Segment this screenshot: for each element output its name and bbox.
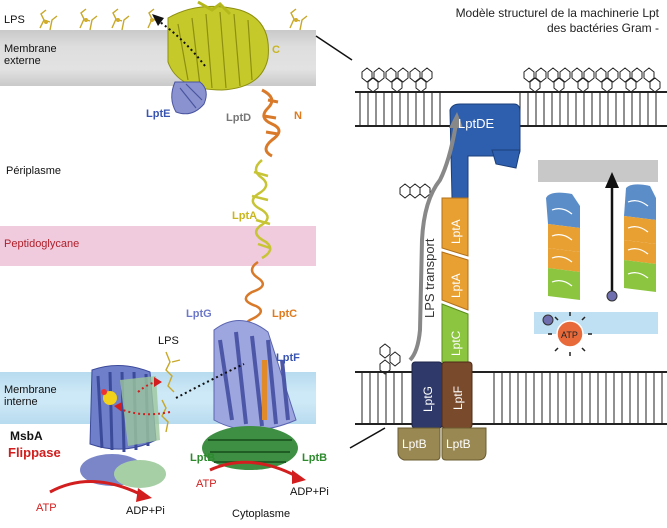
right-outer-membrane <box>355 67 667 127</box>
msba-structure <box>80 365 166 488</box>
lpte-label: LptE <box>146 108 171 120</box>
lptb-right-label-2: LptB <box>446 437 471 451</box>
n-terminal-label: N <box>294 110 302 122</box>
outer-membrane-label-line1: Membrane <box>4 43 57 55</box>
inner-membrane-label: Membrane interne <box>4 384 57 408</box>
lptg-right-label: LptG <box>421 386 435 412</box>
mechanism-inset <box>534 160 658 356</box>
lpte-structure <box>171 81 207 115</box>
adp-left-label: ADP+Pi <box>126 505 165 517</box>
lptde-right-label: LptDE <box>458 116 494 131</box>
lptb-dimer <box>202 426 298 470</box>
lps-top-label: LPS <box>4 14 25 26</box>
lptg-left-label: LptG <box>186 308 212 320</box>
adp-right-label: ADP+Pi <box>290 486 329 498</box>
lptc-right-label: LptC <box>449 330 463 356</box>
lptc-left-label: LptC <box>272 308 298 320</box>
lptf-right-label: LptF <box>451 386 465 410</box>
figure-title-line2: des bactéries Gram - <box>546 21 659 35</box>
lpta-right-label-2: LptA <box>449 273 463 298</box>
lpta-chain <box>251 159 272 260</box>
lps-transport-label: LPS transport <box>422 238 437 318</box>
lptb-right-label-1: LptB <box>402 437 427 451</box>
lps-middle-label: LPS <box>158 335 179 347</box>
atp-inset-label: ATP <box>561 330 578 340</box>
outer-membrane-label: Membrane externe <box>4 43 57 67</box>
periplasm-label: Périplasme <box>6 165 62 177</box>
atp-hydrolysis-arrow-right <box>209 460 297 478</box>
lps-path-arrow <box>159 21 206 67</box>
right-inner-membrane <box>355 183 667 425</box>
lpta-left-label: LptA <box>232 210 258 222</box>
atp-left-label: ATP <box>36 502 57 514</box>
lptfg-complex <box>213 320 297 431</box>
msba-label: MsbA <box>10 429 43 443</box>
lptb-left-label-1: LptB <box>190 452 216 464</box>
lptd-n-terminal <box>261 88 281 158</box>
cytoplasm-label: Cytoplasme <box>232 508 291 520</box>
peptidoglycan-label: Peptidoglycane <box>4 238 80 250</box>
atp-burst-icon <box>548 312 592 356</box>
inner-membrane-label-line1: Membrane <box>4 384 57 396</box>
lpt-bridge <box>397 103 521 461</box>
atp-right-label: ATP <box>196 478 217 490</box>
inner-membrane-label-line2: interne <box>4 396 38 409</box>
figure-title: Modèle structurel de la machinerie Lpt d… <box>456 6 659 36</box>
lptb-left-label-2: LptB <box>302 452 328 464</box>
outer-membrane-label-line2: externe <box>4 55 41 68</box>
c-terminal-label: C <box>272 44 280 56</box>
lpta-right-label-1: LptA <box>449 219 463 244</box>
lptc-chain <box>244 260 265 334</box>
lptd-barrel <box>167 0 269 91</box>
lps-middle-molecules <box>161 351 181 433</box>
flippase-label: Flippase <box>8 445 61 460</box>
figure-title-line1: Modèle structurel de la machinerie Lpt <box>455 6 659 20</box>
lptf-left-label: LptF <box>276 352 300 364</box>
lptd-label: LptD <box>226 112 252 124</box>
atp-hydrolysis-arrow-left <box>49 480 141 496</box>
